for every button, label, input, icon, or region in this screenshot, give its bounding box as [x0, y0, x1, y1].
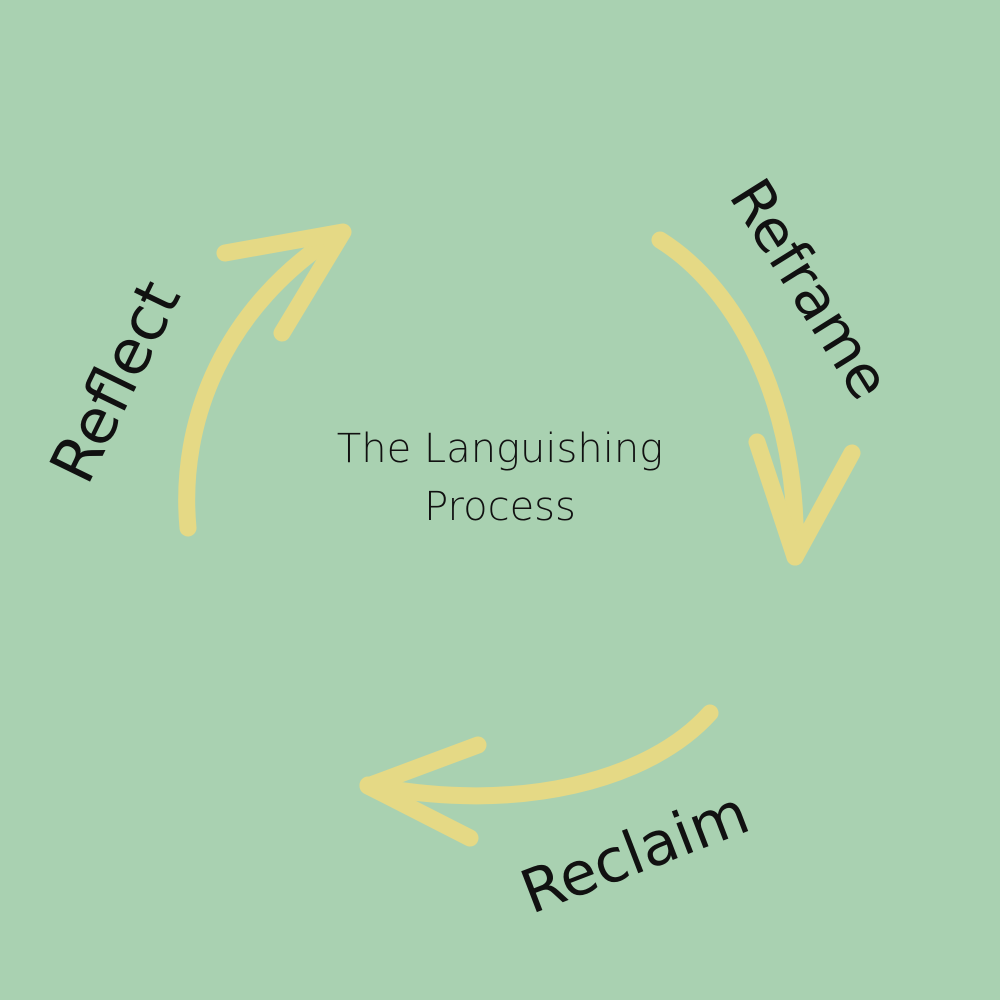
diagram-title-line-2: Process: [424, 484, 576, 530]
arrow-reframe-head: [748, 433, 861, 566]
arrow-reclaim-shaft: [359, 704, 719, 805]
arrow-reclaim-head: [359, 736, 487, 847]
arrow-reclaim: [359, 704, 719, 847]
arrow-reflect: [178, 223, 352, 537]
arrow-reflect-head: [216, 223, 352, 342]
arrow-reflect-shaft: [178, 224, 349, 537]
diagram-title-line-1: The Languishing: [336, 426, 664, 472]
arrow-reframe: [651, 231, 861, 566]
diagram-title: The Languishing Process: [280, 420, 720, 536]
arrow-reframe-shaft: [651, 231, 804, 566]
